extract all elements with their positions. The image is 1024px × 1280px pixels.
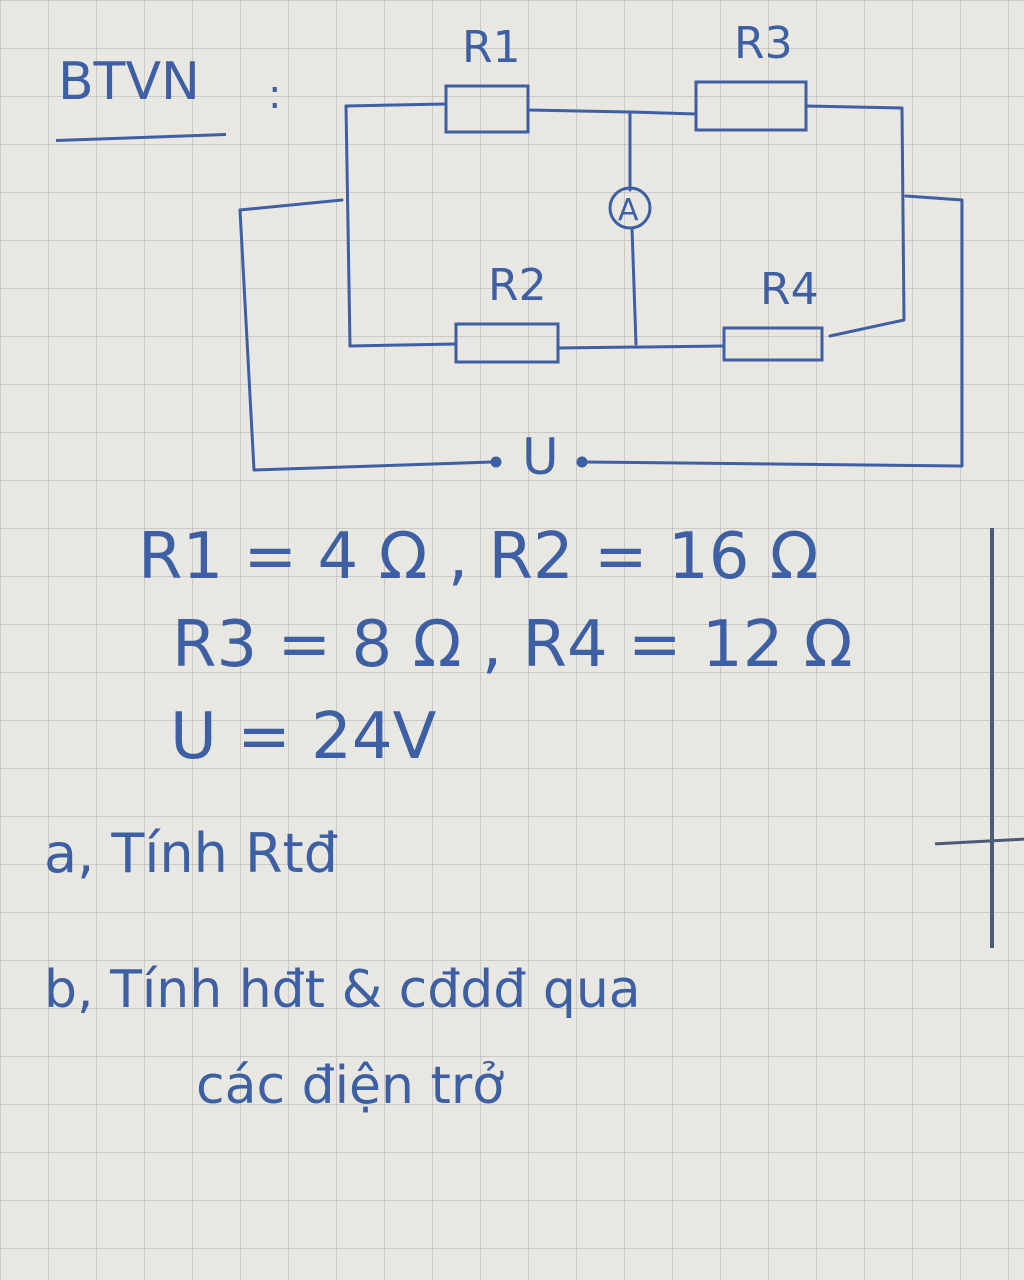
label-r4: R4 (760, 264, 819, 315)
wire-mid-to-r3 (628, 110, 698, 116)
heading-colon: : (268, 72, 282, 118)
given-line-2: R3 = 8 Ω , R4 = 12 Ω (172, 608, 853, 682)
circuit-diagram: R1 R3 R2 R4 A U (238, 18, 964, 486)
wire-top-left (344, 102, 448, 108)
task-b-line-2: các điện trở (196, 1056, 505, 1116)
label-ammeter: A (618, 193, 639, 228)
wire-source-right (582, 194, 964, 468)
terminal-left (490, 456, 502, 468)
label-voltage: U (522, 428, 559, 486)
wire-bottom-left (348, 342, 458, 348)
label-r3: R3 (734, 18, 793, 69)
margin-line (990, 528, 994, 948)
wire-r1-to-mid (526, 108, 632, 114)
label-r1: R1 (462, 22, 521, 73)
heading: BTVN (58, 52, 200, 112)
task-b-line-1: b, Tính hđt & cđdđ qua (44, 960, 641, 1020)
margin-tick (934, 837, 1024, 846)
wire-r2-to-r4 (556, 344, 726, 350)
given-line-1: R1 = 4 Ω , R2 = 16 Ω (138, 520, 819, 594)
given-line-3: U = 24V (170, 700, 437, 774)
ammeter (608, 186, 652, 230)
resistor-r2 (454, 322, 560, 364)
wire-source-left (238, 198, 494, 472)
resistor-r1 (444, 84, 530, 134)
resistor-r4 (722, 326, 824, 362)
resistor-r3 (694, 80, 808, 132)
label-r2: R2 (488, 260, 547, 311)
wire-mid-vertical-bottom (630, 226, 638, 346)
terminal-right (576, 456, 588, 468)
wire-left-vertical (344, 104, 352, 348)
task-a: a, Tính Rtđ (44, 822, 338, 885)
wire-r3-right (804, 104, 906, 338)
